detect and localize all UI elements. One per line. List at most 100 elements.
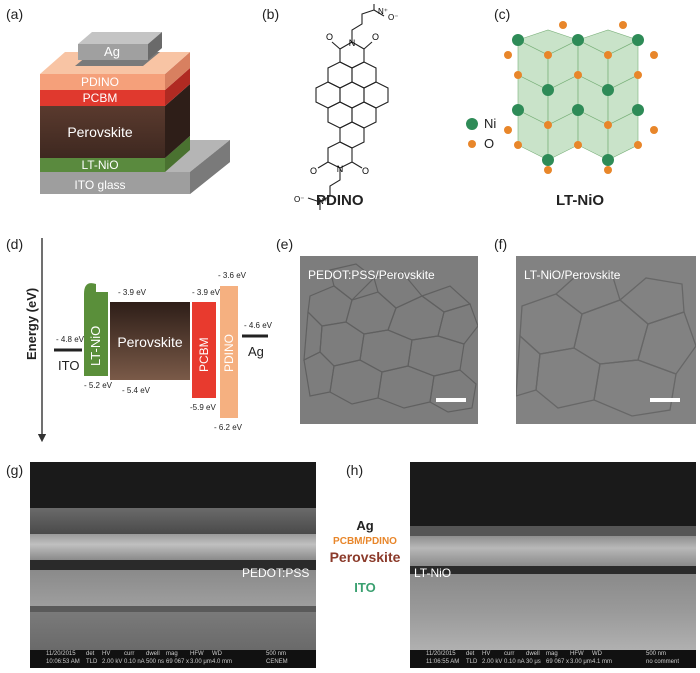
ni-atom [572,34,584,46]
electrode-ag: Ag [248,344,264,359]
o-atom [559,21,567,29]
atom-n-top: N [349,38,356,48]
o-atom [514,71,522,79]
ni-atom [602,84,614,96]
level-ag: - 4.6 eV [244,321,273,330]
ni-atom [572,104,584,116]
o-atom [574,141,582,149]
atom-o-minus-bottom: O⁻ [294,195,304,204]
atom-o-minus-top: O⁻ [388,13,398,22]
level-pdino-bottom: - 6.2 eV [214,423,243,432]
level-pcbm-top: - 3.9 eV [192,288,221,297]
legend-o-ball [468,140,476,148]
sem-f-caption: LT-NiO/Perovskite [524,268,621,282]
perovskite-layer-front [40,106,165,158]
o-atom [544,166,552,174]
sem-image-f: LT-NiO/Perovskite [516,256,696,424]
pcbm-block [192,302,216,398]
block-ltnio: LT-NiO [88,326,103,366]
pdino-layer-front [40,74,165,90]
block-pcbm: PCBM [197,337,211,372]
pcbm-layer-front [40,90,165,106]
pdino-caption: PDINO [316,192,364,209]
level-perov-bottom: - 5.4 eV [122,386,151,395]
o-atom [619,21,627,29]
ltnio-crystal: Ni O [466,21,658,174]
o-atom [504,126,512,134]
ni-atom [542,154,554,166]
sem-info-bar-g: 11/20/2015 10:06:53 AM det TLD HV 2.00 k… [30,650,316,668]
o-atom [544,51,552,59]
o-atom [544,121,552,129]
o-atom [634,141,642,149]
scale-bar-f [650,398,680,402]
o-atom [504,51,512,59]
pdino-molecule: N N N⁺ O⁻ N⁺ O⁻ O O O O [294,4,398,210]
ni-atom [632,34,644,46]
block-perovskite: Perovskite [117,334,183,350]
ni-atom [512,104,524,116]
o-atom [604,51,612,59]
ni-atom [512,34,524,46]
cross-section-h: LT-NiO 11/20/2015 11:06:55 AM det TLD HV… [410,462,696,668]
device-stack-diagram: Ag PDINO PCBM Perovskite LT-NiO ITO glas… [40,32,230,194]
panel-label-f: (f) [494,236,508,252]
sem-info-bar-h: 11/20/2015 11:06:55 AM det TLD HV 2.00 k… [410,650,696,668]
o-atom [650,51,658,59]
atom-o-1: O [326,32,333,42]
level-ltnio-bottom: - 5.2 eV [84,381,113,390]
cross-section-g: PEDOT:PSS 11/20/2015 10:06:53 AM det TLD… [30,462,316,668]
electrode-ito: ITO [58,358,79,373]
ni-atom [542,84,554,96]
sem-image-e: PEDOT:PSS/Perovskite [300,256,478,424]
level-perov-top: - 3.9 eV [118,288,147,297]
ito-glass-front [40,172,190,194]
ltnio-caption: LT-NiO [556,192,605,209]
atom-o-3: O [310,166,317,176]
stack-label-pcbm: PCBM [83,91,118,105]
legend-ag: Ag [356,518,374,533]
ltnio-layer-front [40,158,165,172]
level-ito: - 4.8 eV [56,335,85,344]
level-pdino-top: - 3.6 eV [218,271,247,280]
panel-label-c: (c) [494,6,511,22]
atom-o-2: O [372,32,379,42]
legend-ni-ball [466,118,478,130]
legend-pcbm-pdino: PCBM/PDINO [333,536,397,547]
o-atom [650,126,658,134]
stack-label-pdino: PDINO [81,75,119,89]
o-atom [634,71,642,79]
legend-ni-label: Ni [484,116,496,131]
legend-perovskite: Perovskite [329,549,401,565]
o-atom [574,71,582,79]
o-atom [604,166,612,174]
panel-label-a: (a) [6,6,24,22]
legend-ito: ITO [354,580,376,595]
block-pdino: PDINO [222,334,236,372]
panel-label-d: (d) [6,236,24,252]
panel-label-b: (b) [262,6,280,22]
atom-o-4: O [362,166,369,176]
stack-label-ag: Ag [104,44,120,59]
perovskite-block [110,302,190,380]
atom-n-plus-bottom: N⁺ [318,197,328,206]
stack-label-perovskite: Perovskite [67,124,133,140]
sem-e-caption: PEDOT:PSS/Perovskite [308,268,435,282]
panel-label-e: (e) [276,236,294,252]
pdino-block [220,286,238,418]
legend-o-label: O [484,136,494,151]
ltnio-block [84,283,108,376]
ni-atom [602,154,614,166]
scale-bar-e [436,398,466,402]
level-pcbm-bottom: -5.9 eV [190,403,216,412]
energy-axis-label: Energy (eV) [24,288,39,360]
cross-h-label: LT-NiO [414,566,452,580]
panel-label-g: (g) [6,462,24,478]
cross-g-label: PEDOT:PSS [242,566,310,580]
energy-diagram: Energy (eV) - 4.8 eV ITO LT-NiO - 5.2 eV… [24,238,273,443]
stack-label-ltnio: LT-NiO [81,158,118,172]
stack-label-ito-glass: ITO glass [74,178,125,192]
ni-atom [632,104,644,116]
panel-label-h: (h) [346,462,364,478]
atom-n-bottom: N [337,164,344,174]
